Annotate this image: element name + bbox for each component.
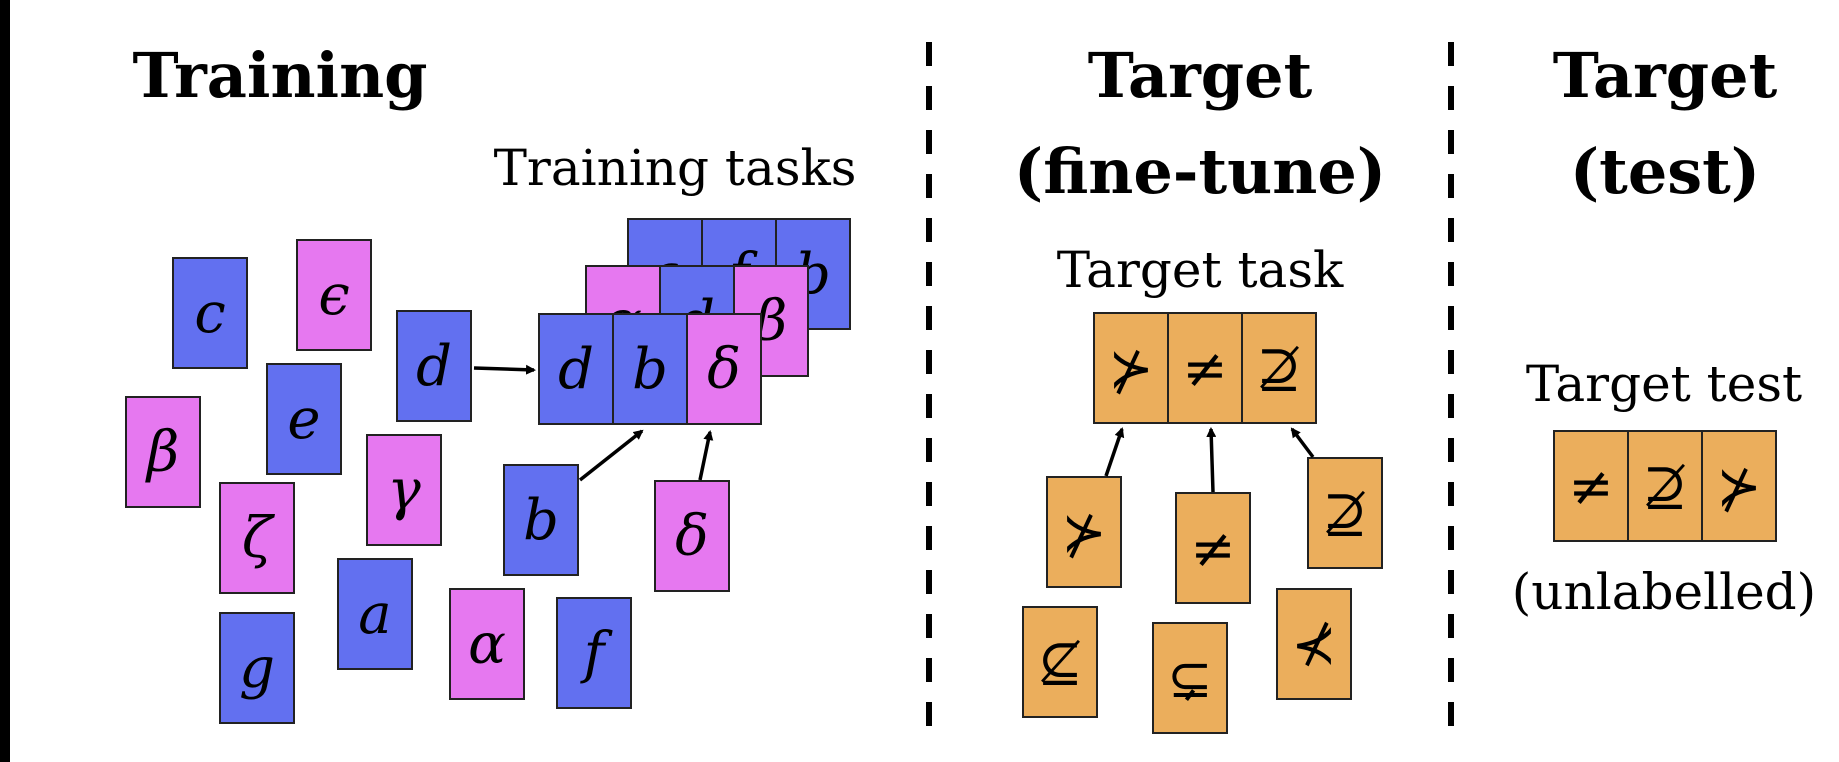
training-card: ζ [219,482,295,594]
training-card: e [266,363,342,475]
target-finetune-title-line1: Target [1087,39,1313,112]
target-card: ⊊ [1152,622,1228,734]
training-card: g [219,612,295,724]
arrow-target-3 [1290,427,1315,459]
target-card: ⊁ [1046,476,1122,588]
task-card: δ [686,313,762,425]
training-card: c [172,257,248,369]
target-card: ⊈ [1022,606,1098,718]
task-card: β [733,265,809,377]
target-task-label: Target task [1056,241,1344,299]
target-task-card: ⊁ [1093,312,1169,424]
training-card: d [396,310,472,422]
divider-1 [926,42,932,742]
training-card: β [125,396,201,508]
training-card: f [556,597,632,709]
target-card: ≠ [1175,492,1251,604]
arrow-d-to-task [473,364,536,375]
training-tasks-label: Training tasks [493,139,857,197]
target-finetune-title-line2: (fine-tune) [1013,135,1387,208]
arrow-target-1 [1104,427,1125,477]
training-card: δ [654,480,730,592]
target-test-title-line1: Target [1552,39,1778,112]
target-task-card: ⊉ [1241,312,1317,424]
task-card: b [612,313,688,425]
target-card: ⊀ [1276,588,1352,700]
training-card: b [503,464,579,576]
training-card: ϵ [296,239,372,351]
target-test-card: ⊉ [1627,430,1703,542]
target-card: ⊉ [1307,457,1383,569]
arrow-b-to-task [578,429,644,482]
arrow-delta-to-task [698,430,714,481]
training-card: α [449,588,525,700]
target-test-row: ≠ ⊉ ⊁ [1553,430,1777,542]
training-title: Training [132,39,428,112]
task-card: d [538,313,614,425]
training-card: a [337,558,413,670]
target-task-row: ⊁ ≠ ⊉ [1093,312,1317,424]
left-border [0,0,10,762]
training-card: γ [366,434,442,546]
unlabelled-label: (unlabelled) [1511,563,1817,621]
divider-2 [1448,42,1454,742]
target-test-title-line2: (test) [1569,135,1761,208]
target-test-card: ⊁ [1701,430,1777,542]
target-task-card: ≠ [1167,312,1243,424]
arrow-target-2 [1206,427,1217,493]
target-test-card: ≠ [1553,430,1629,542]
target-test-label: Target test [1525,355,1803,413]
training-task-front: d b δ [538,313,762,425]
